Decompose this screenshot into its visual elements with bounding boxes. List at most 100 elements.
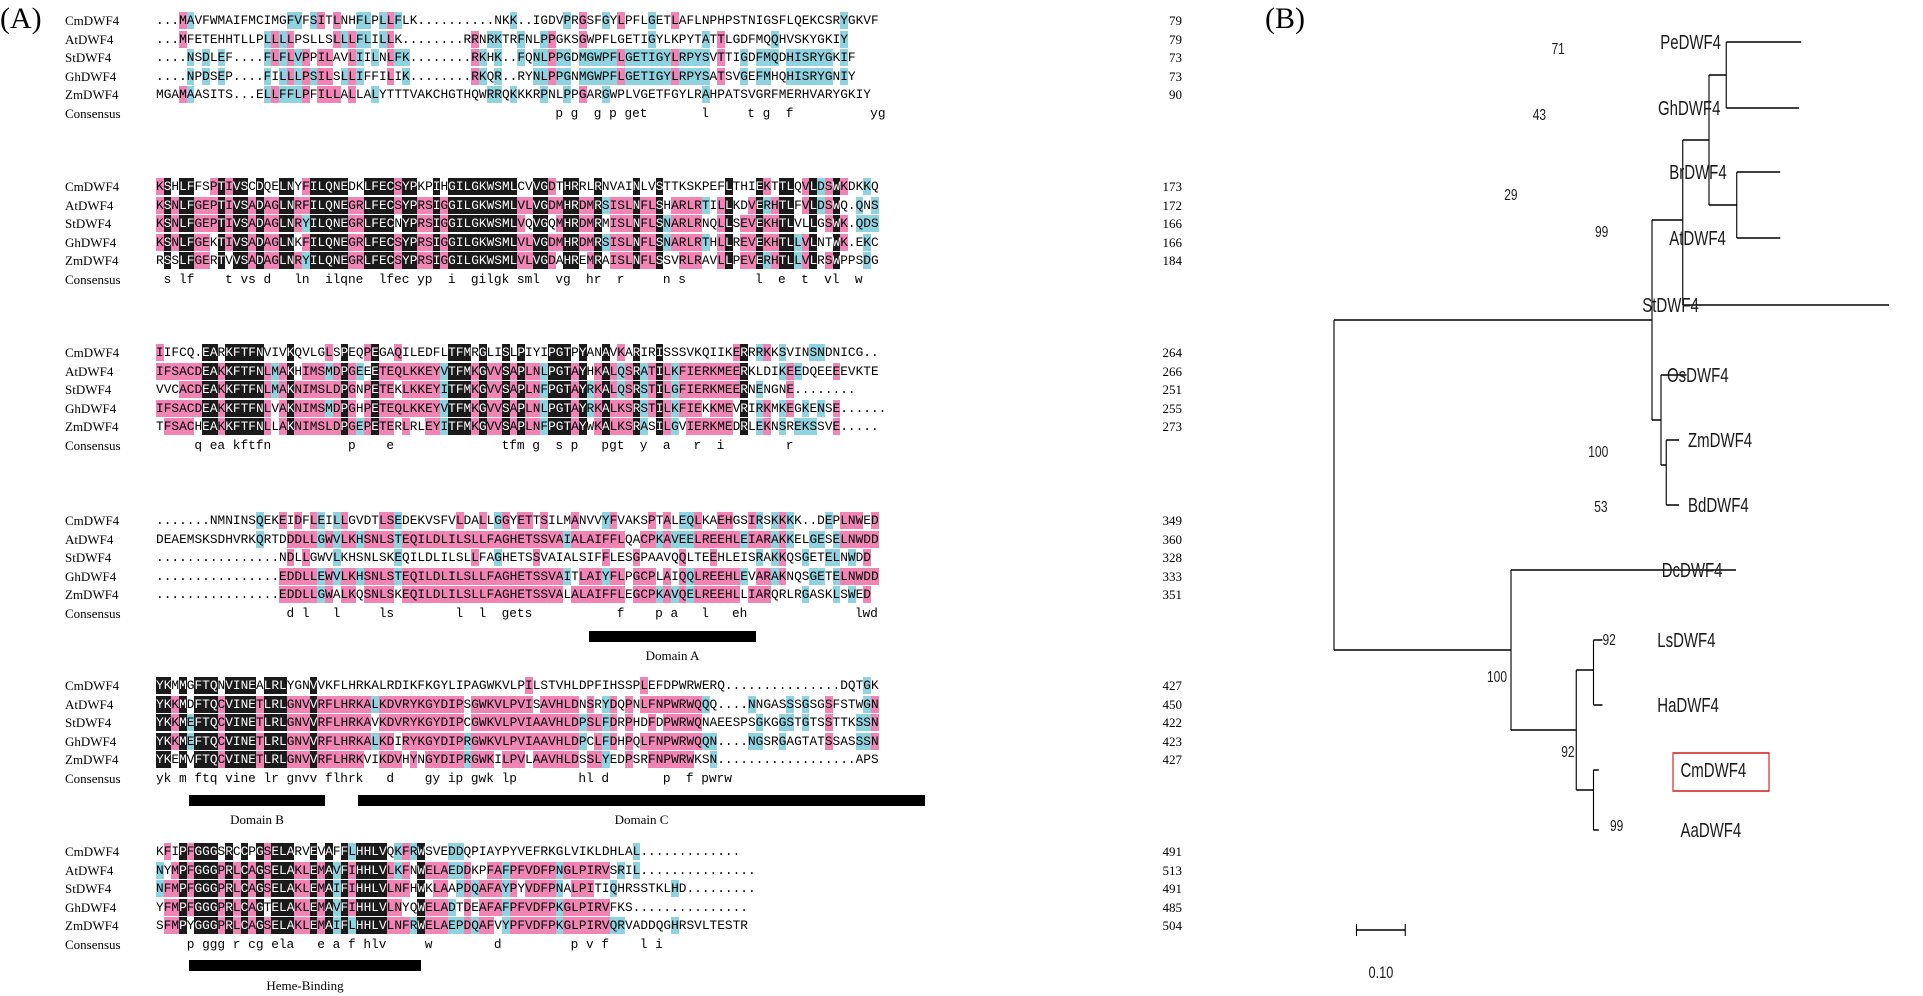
consensus-row: Consensus d l l ls l l gets f p a l eh l…	[0, 605, 1230, 622]
consensus-label: Consensus	[65, 271, 121, 287]
alignment-row: CmDWF4.......NMNINSQEKEIDFLEILLGVDTLSEDE…	[0, 512, 1230, 529]
taxa-labels: PeDWF4 GhDWF4 BrDWF4 AtDWF4 StDWF4 OsDWF…	[1642, 31, 1752, 842]
tree-svg: PeDWF4 GhDWF4 BrDWF4 AtDWF4 StDWF4 OsDWF…	[1333, 31, 1889, 983]
sequence-residues: YFMPFGGGPRLCAGTELAKLEMAVFIHHLVLNYQWELADT…	[156, 898, 748, 916]
residue-count: 173	[1162, 179, 1183, 194]
consensus-sequence: p g g p get l t g f yg	[156, 105, 886, 121]
residue-count: 90	[1169, 87, 1182, 102]
bootstrap-43: 43	[1533, 105, 1546, 123]
sequence-residues: IFSACDEAKKFTFNLMAKHIMSMDPGEEETEQLKKEYVTF…	[156, 362, 879, 380]
residue-count: 423	[1162, 733, 1183, 749]
residue-count: 349	[1162, 513, 1183, 528]
bootstrap-92-b: 92	[1561, 742, 1574, 760]
taxon-aadwf4: AaDWF4	[1681, 819, 1742, 842]
bootstrap-92-a: 92	[1603, 630, 1616, 648]
residue-count: 485	[1162, 899, 1183, 915]
domain-label-heme: Heme-Binding	[266, 978, 344, 993]
consensus-row: Consensus p g g p get l t g f yg	[0, 105, 1230, 122]
bootstrap-53: 53	[1594, 497, 1607, 515]
sequence-name: StDWF4	[65, 715, 112, 730]
sequence-name: GhDWF4	[65, 733, 117, 749]
sequence-name: StDWF4	[65, 382, 112, 397]
domain-bar-c	[358, 795, 925, 806]
sequence-residues: YKEMVFTQCVINETLRLGNVVRFLHRKVIKDVHYNGYDIP…	[156, 751, 879, 768]
domain-label-c: Domain C	[614, 812, 669, 827]
alignment-row: CmDWF4 IIFCQ.EARKFTFNVIVKQVLGLSPEQPEGAQIL…	[0, 344, 1230, 361]
sequence-residues: TFSACHEAKKFTFNLLAKNIMSLDPGEPETERLRLEYITF…	[156, 418, 879, 435]
sequence-name: AtDWF4	[65, 531, 114, 547]
consensus-label: Consensus	[65, 770, 121, 786]
highlight-box-cmdwf4	[1672, 752, 1770, 792]
residue-count: 491	[1162, 844, 1183, 859]
sequence-name: CmDWF4	[65, 179, 120, 194]
residue-count: 79	[1169, 13, 1182, 28]
sequence-name: ZmDWF4	[65, 752, 119, 767]
residue-count: 513	[1162, 862, 1183, 878]
sequence-residues: KSNLFGEPTIVSADAGLNRFILQNEGRLFECSYPRSIGGI…	[156, 196, 879, 214]
sequence-name: ZmDWF4	[65, 419, 119, 434]
sequence-residues: RSSLFGERTVVSADAGLNRYILQNEGRLFECSYPRSIGGI…	[156, 252, 879, 269]
consensus-row: Consensus q ea kftfn p e tfm g s p pgt y…	[0, 437, 1230, 454]
consensus-sequence: yk m ftq vine lr gnvv flhrk d gy ip gwk …	[156, 770, 732, 786]
residue-count: 184	[1162, 253, 1183, 268]
consensus-sequence: q ea kftfn p e tfm g s p pgt y a r i r	[156, 437, 794, 453]
residue-count: 360	[1162, 531, 1183, 547]
consensus-row: Consensus yk m ftq vine lr gnvv flhrk d g…	[0, 770, 1230, 787]
scale-label: 0.10	[1369, 963, 1394, 980]
alignment-row: AtDWF4 YKKMDFTQCVINETLRLGNVVRFLHRKALKDVRY…	[0, 695, 1230, 713]
residue-count: 166	[1162, 216, 1183, 231]
sequence-residues: ...MAVFWMAIFMCIMGFVFSITLNHFLPLLFLK......…	[156, 12, 879, 29]
alignment-row: StDWF4................NDLLGWVLKHSNLSKEQI…	[0, 549, 1230, 566]
taxon-cmdwf4: CmDWF4	[1681, 759, 1747, 782]
taxon-bddwf4: BdDWF4	[1688, 494, 1749, 517]
bootstrap-100-a: 100	[1588, 442, 1608, 460]
sequence-residues: VVCACDEAKKFTFNLMAKNIMSLDPGNPETEKLKKEYITF…	[156, 381, 856, 398]
sequence-name: StDWF4	[65, 881, 112, 896]
alignment-row: ZmDWF4 YKEMVFTQCVINETLRLGNVVRFLHRKVIKDVHY…	[0, 751, 1230, 768]
sequence-residues: NYMPFGGGPRLCAGSELAKLEMAVFIHHLVLKFNWELAED…	[156, 861, 756, 879]
sequence-name: StDWF4	[65, 550, 112, 565]
domain-label-b: Domain B	[230, 812, 284, 827]
consensus-row: Consensus s lf t vs d ln ilqne lfec yp i…	[0, 271, 1230, 288]
residue-count: 251	[1162, 382, 1183, 397]
alignment-row: StDWF4 VVCACDEAKKFTFNLMAKNIMSLDPGNPETEKLK…	[0, 381, 1230, 398]
sequence-name: StDWF4	[65, 50, 112, 65]
panel-label-b: (B)	[1265, 2, 1305, 35]
taxon-pedwf4: PeDWF4	[1660, 31, 1721, 54]
sequence-residues: YKKMDFTQCVINETLRLGNVVRFLHRKALKDVRYKGYDIP…	[156, 695, 879, 713]
taxon-osdwf4: OsDWF4	[1667, 364, 1729, 387]
sequence-name: AtDWF4	[65, 696, 114, 712]
residue-count: 422	[1162, 715, 1183, 730]
sequence-residues: ................EDDLLGWALKQSNLSKEQILDLIL…	[156, 586, 871, 603]
residue-count: 328	[1162, 550, 1183, 565]
residue-count: 333	[1162, 568, 1183, 584]
residue-count: 264	[1162, 345, 1183, 360]
phylogenetic-tree: PeDWF4 GhDWF4 BrDWF4 AtDWF4 StDWF4 OsDWF…	[1310, 20, 1910, 985]
taxon-lsdwf4: LsDWF4	[1657, 629, 1715, 652]
consensus-label: Consensus	[65, 105, 121, 121]
sequence-residues: KSNLFGEPTIVSADAGLNRYILQNEGRLFECNYPRSIGGI…	[156, 215, 879, 232]
sequence-name: ZmDWF4	[65, 253, 119, 268]
sequence-residues: DEAEMSKSDHVRKQRTDDDLLGWVLKHSNLSTEQILDLIL…	[156, 530, 879, 548]
sequence-name: GhDWF4	[65, 68, 117, 84]
residue-count: 504	[1162, 918, 1183, 933]
consensus-row: Consensus p ggg r cg ela e a f hlv w d p…	[0, 936, 1230, 953]
taxon-zmdwf4: ZmDWF4	[1688, 429, 1752, 452]
sequence-residues: IIFCQ.EARKFTFNVIVKQVLGLSPEQPEGAQILEDFLTF…	[156, 344, 879, 361]
bootstrap-99-b: 99	[1610, 816, 1623, 834]
sequence-residues: YKKMEFTQCVINETLRLGNVVRFLHRKALKDIRYKGYDIP…	[156, 732, 879, 750]
residue-count: 450	[1162, 696, 1183, 712]
sequence-residues: .......NMNINSQEKEIDFLEILLGVDTLSEDEKVSFVL…	[156, 512, 879, 529]
sequence-name: CmDWF4	[65, 345, 120, 360]
alignment-row: ZmDWF4 TFSACHEAKKFTFNLLAKNIMSLDPGEPETERLR…	[0, 418, 1230, 435]
